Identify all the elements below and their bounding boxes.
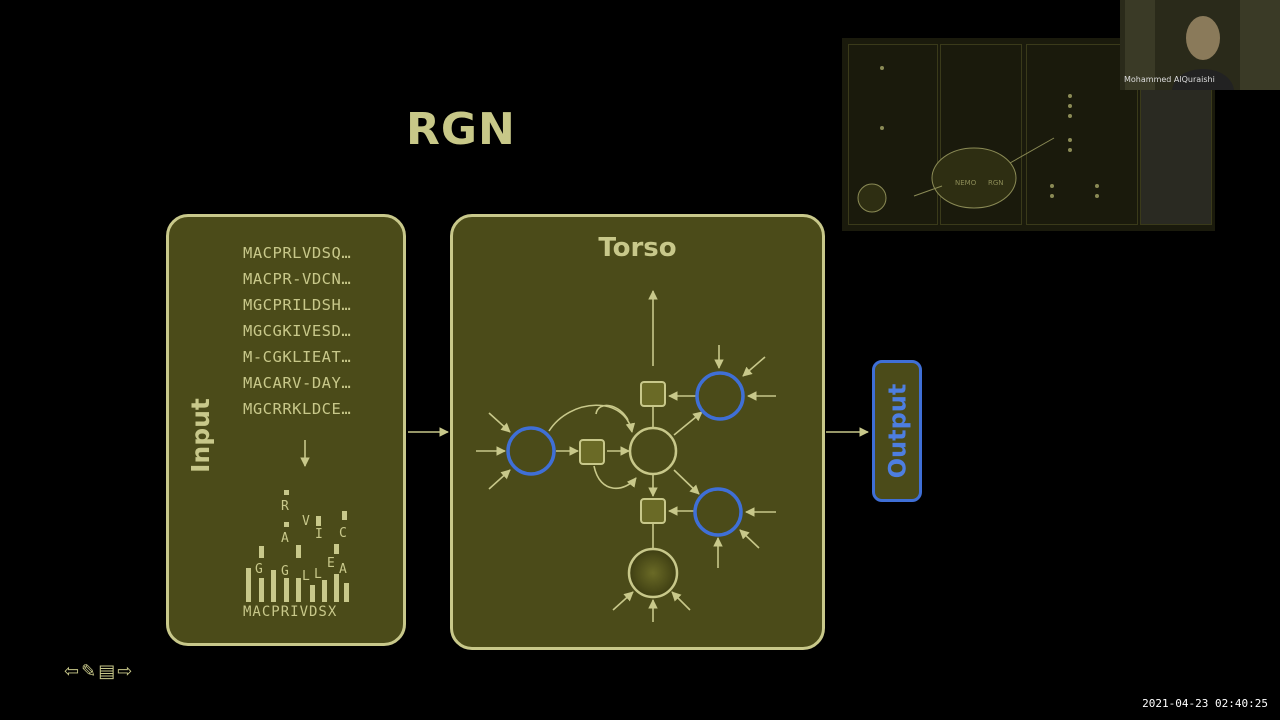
thumb-panel	[1026, 44, 1138, 225]
arrow-right-icon[interactable]: ⇨	[117, 661, 133, 682]
profile-letter: G	[281, 564, 289, 579]
profile-letter: V	[302, 514, 310, 529]
speaker-video	[1120, 0, 1280, 90]
thumb-graphics	[857, 66, 1099, 213]
slide-navigation: ⇦ ✎ ▤ ⇨	[64, 661, 132, 682]
profile-letter: L	[314, 567, 322, 582]
node-blue-lower-right	[693, 487, 743, 537]
pen-icon[interactable]: ✎	[81, 661, 97, 682]
gate-bottom	[640, 498, 666, 524]
node-bottom	[627, 547, 679, 599]
profile-letters: G R A G V I L L E C A	[255, 499, 347, 584]
node-center	[628, 426, 678, 476]
speaker-name: Mohammed AlQuraishi	[1124, 75, 1215, 84]
profile-letter: E	[327, 556, 335, 571]
sequence-1: MACPRLVDSQ…	[243, 244, 352, 262]
output-box: Output	[872, 360, 922, 502]
node-blue-left	[506, 426, 556, 476]
timestamp: 2021-04-23 02:40:25	[1142, 697, 1268, 710]
thumb-label-rgn: RGN	[988, 179, 1004, 187]
slide-title: RGN	[406, 104, 516, 155]
sequence-3: MGCPRILDSH…	[243, 296, 352, 314]
profile-letter: A	[339, 562, 347, 577]
profile-letter: A	[281, 531, 289, 546]
thumb-panel	[848, 44, 938, 225]
speaker-camera[interactable]	[1120, 0, 1280, 90]
profile-bars	[246, 490, 349, 602]
profile-letter: I	[315, 527, 323, 542]
profile-letter: R	[281, 499, 289, 514]
profile-letter: G	[255, 562, 263, 577]
node-blue-upper-right	[695, 371, 745, 421]
sequence-4: MGCGKIVESD…	[243, 322, 352, 340]
profile-letter: C	[339, 526, 347, 541]
sequence-6: MACARV-DAY…	[243, 374, 352, 392]
torso-title: Torso	[598, 233, 677, 263]
menu-icon[interactable]: ▤	[98, 661, 116, 682]
arrow-left-icon[interactable]: ⇦	[64, 661, 80, 682]
gate-top	[640, 381, 666, 407]
sequence-2: MACPR-VDCN…	[243, 270, 352, 288]
profile-letter: L	[302, 569, 310, 584]
input-box	[166, 214, 406, 646]
sequence-7: MGCRRKLDCE…	[243, 400, 352, 418]
profile-bottom-sequence: MACPRIVDSX	[243, 604, 338, 620]
sequence-5: M-CGKLIEAT…	[243, 348, 352, 366]
thumb-label-nemo: NEMO	[955, 179, 977, 187]
gate-left	[579, 439, 605, 465]
thumb-panel	[940, 44, 1022, 225]
